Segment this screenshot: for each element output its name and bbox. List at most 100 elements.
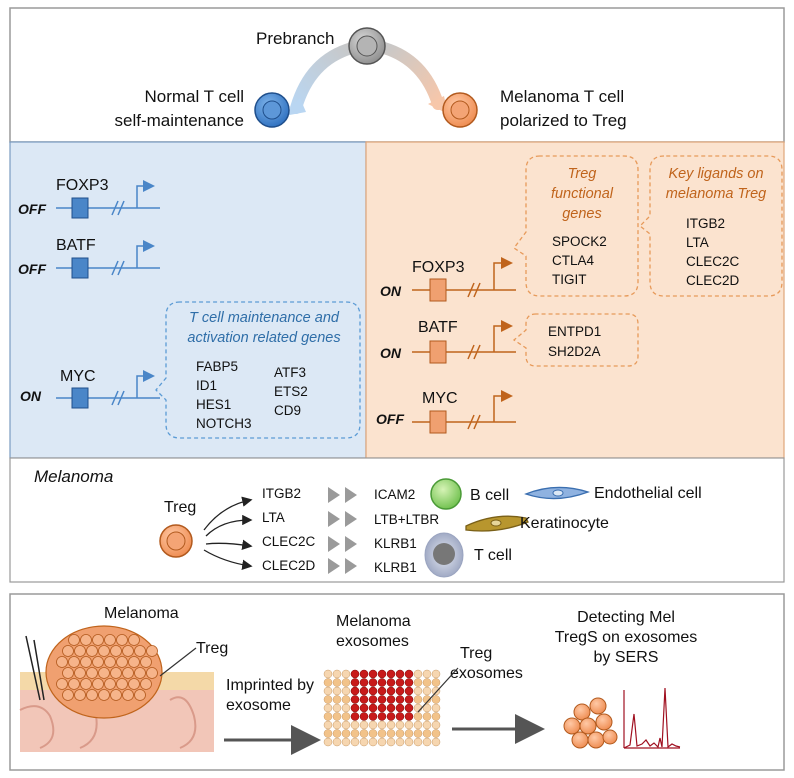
melanoma-cell — [62, 667, 74, 679]
exosome-particle — [332, 729, 342, 738]
exosome-particle — [323, 712, 333, 721]
imprinted-label-1: Imprinted by — [226, 677, 314, 694]
exosome-particle — [332, 695, 342, 704]
melanoma-cell — [134, 667, 146, 679]
melanoma-exosome — [404, 703, 414, 713]
exosome-particle — [323, 686, 333, 696]
melanoma-t-cell — [442, 92, 478, 128]
melanoma-exosome — [368, 703, 378, 713]
svg-text:OFF: OFF — [376, 411, 404, 427]
melanoma-cell — [98, 645, 110, 657]
melanoma-cell — [56, 678, 68, 690]
svg-text:ID1: ID1 — [196, 378, 217, 393]
exosome-particle — [341, 712, 351, 721]
melanoma-cell — [68, 656, 80, 668]
melanoma-cell — [140, 678, 152, 690]
svg-text:FOXP3: FOXP3 — [412, 259, 465, 276]
lr-row-3: CLEC2C KLRB1 — [262, 534, 417, 552]
exosome-particle — [413, 720, 423, 730]
melanoma-exosome — [395, 678, 405, 687]
exosome-particle — [422, 678, 432, 687]
melanoma-exosome — [386, 712, 396, 721]
svg-text:KLRB1: KLRB1 — [374, 536, 417, 551]
svg-text:ON: ON — [380, 345, 402, 361]
svg-text:ICAM2: ICAM2 — [374, 487, 415, 502]
keratinocyte-label: Keratinocyte — [520, 515, 609, 532]
melanoma-cell — [146, 667, 158, 679]
melanoma-cell — [110, 667, 122, 679]
melanoma-exosome — [359, 703, 369, 713]
lr-row-2: LTA LTB+LTBR — [262, 510, 439, 527]
melanoma-cell — [110, 645, 122, 657]
melanoma-exosome — [395, 712, 405, 721]
melanoma-exosome — [368, 695, 378, 704]
interaction-panel — [9, 457, 785, 583]
melanoma-exosome — [395, 686, 405, 696]
prebranch-cell — [348, 27, 386, 65]
svg-text:FOXP3: FOXP3 — [56, 177, 109, 194]
exosome-particle — [323, 720, 333, 730]
exosome-particle — [323, 669, 333, 679]
melanoma-exosome — [350, 712, 360, 721]
sers-spectrum — [623, 687, 681, 749]
melanoma-exosome — [350, 703, 360, 713]
melanoma-cell — [86, 689, 98, 701]
melanoma-exosome — [386, 703, 396, 713]
detected-exosome-cluster — [563, 697, 618, 749]
exosome-particle — [323, 678, 333, 687]
svg-text:OFF: OFF — [18, 201, 46, 217]
svg-text:T cell maintenance and: T cell maintenance and — [189, 310, 340, 326]
exosome-particle — [341, 695, 351, 704]
arrow-lta — [205, 514, 253, 537]
exosome-particle — [404, 737, 414, 747]
mel-gene-myc: MYC OFF — [376, 390, 516, 434]
batf-target-bubble: ENTPD1 SH2D2A — [512, 313, 639, 367]
exosome-particle — [386, 729, 396, 738]
exosome-particle — [341, 720, 351, 730]
melanoma-exosome — [386, 686, 396, 696]
exosome-grid — [323, 669, 441, 747]
exosome-particle — [341, 669, 351, 679]
exosome-particle — [431, 712, 441, 721]
melanoma-cell — [62, 645, 74, 657]
exosome-particle — [377, 737, 387, 747]
melanoma-cell — [116, 678, 128, 690]
melanoma-exosome — [350, 678, 360, 687]
mel-gene-batf: BATF ON — [380, 319, 516, 364]
treg-exosome-label-1: Treg — [460, 645, 492, 662]
exosome-label-1: Melanoma — [336, 613, 411, 630]
exosome-particle — [395, 729, 405, 738]
melanoma-exosome — [359, 712, 369, 721]
exosome-particle — [422, 669, 432, 679]
treg-source-label: Treg — [164, 499, 196, 516]
mel-gene-foxp3: FOXP3 ON — [380, 257, 516, 302]
exosome-particle — [323, 703, 333, 713]
melanoma-exosome — [377, 703, 387, 713]
arrow-clec2d — [203, 549, 253, 570]
melanoma-cell — [146, 645, 158, 657]
melanoma-cell — [62, 689, 74, 701]
svg-text:ATF3: ATF3 — [274, 365, 306, 380]
melanoma-cell — [92, 634, 104, 646]
exosome-particle — [368, 737, 378, 747]
endothelial-label: Endothelial cell — [594, 485, 702, 502]
melanoma-cell — [110, 689, 122, 701]
t-cell-label: T cell — [474, 547, 512, 564]
svg-text:MYC: MYC — [60, 368, 96, 385]
exosome-particle — [359, 720, 369, 730]
svg-text:BATF: BATF — [418, 319, 458, 336]
lr-row-4: CLEC2D KLRB1 — [262, 558, 417, 575]
exosome-particle — [431, 729, 441, 738]
lr-row-1: ITGB2 ICAM2 — [262, 486, 415, 503]
melanoma-exosome — [368, 678, 378, 687]
exosome-particle — [332, 712, 342, 721]
exosome-particle — [341, 686, 351, 696]
exosome-particle — [332, 720, 342, 730]
interaction-title: Melanoma — [34, 467, 113, 486]
melanoma-exosome — [359, 669, 369, 679]
exosome-particle — [413, 737, 423, 747]
melanoma-exosome — [395, 703, 405, 713]
melanoma-exosome — [404, 669, 414, 679]
svg-text:CLEC2C: CLEC2C — [686, 254, 740, 269]
melanoma-cell — [122, 667, 134, 679]
